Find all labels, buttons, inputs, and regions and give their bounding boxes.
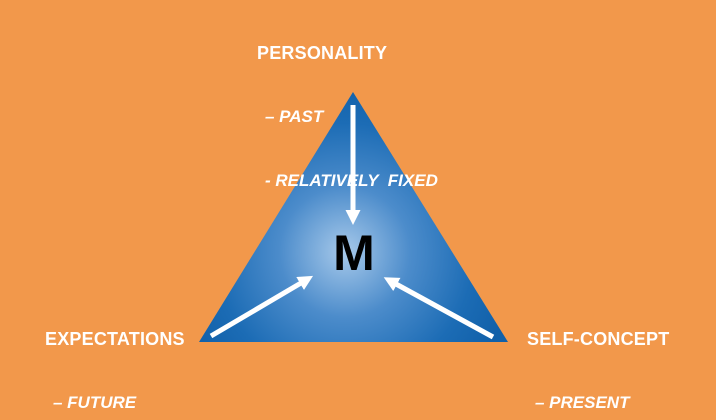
self-concept-line-present: – PRESENT — [535, 393, 630, 412]
personality-block: PERSONALITY – PAST - RELATIVELY FIXED — [257, 3, 438, 231]
personality-title: PERSONALITY — [257, 43, 388, 63]
motivation-center-label: M — [333, 225, 375, 281]
self-concept-block: SELF-CONCEPT – PRESENT - VARIABLE (belie… — [527, 289, 669, 420]
personality-line-fixed: - RELATIVELY FIXED — [265, 171, 438, 190]
expectations-block: EXPECTATIONS – FUTURE - VARIABLE (belief… — [45, 289, 207, 420]
expectations-line-future: – FUTURE — [53, 393, 137, 412]
arrow-left-to-center-icon — [209, 275, 314, 339]
self-concept-title: SELF-CONCEPT — [527, 329, 670, 349]
expectations-title: EXPECTATIONS — [45, 329, 185, 349]
personality-line-past: – PAST — [265, 107, 324, 126]
arrow-right-to-center-icon — [383, 277, 495, 340]
